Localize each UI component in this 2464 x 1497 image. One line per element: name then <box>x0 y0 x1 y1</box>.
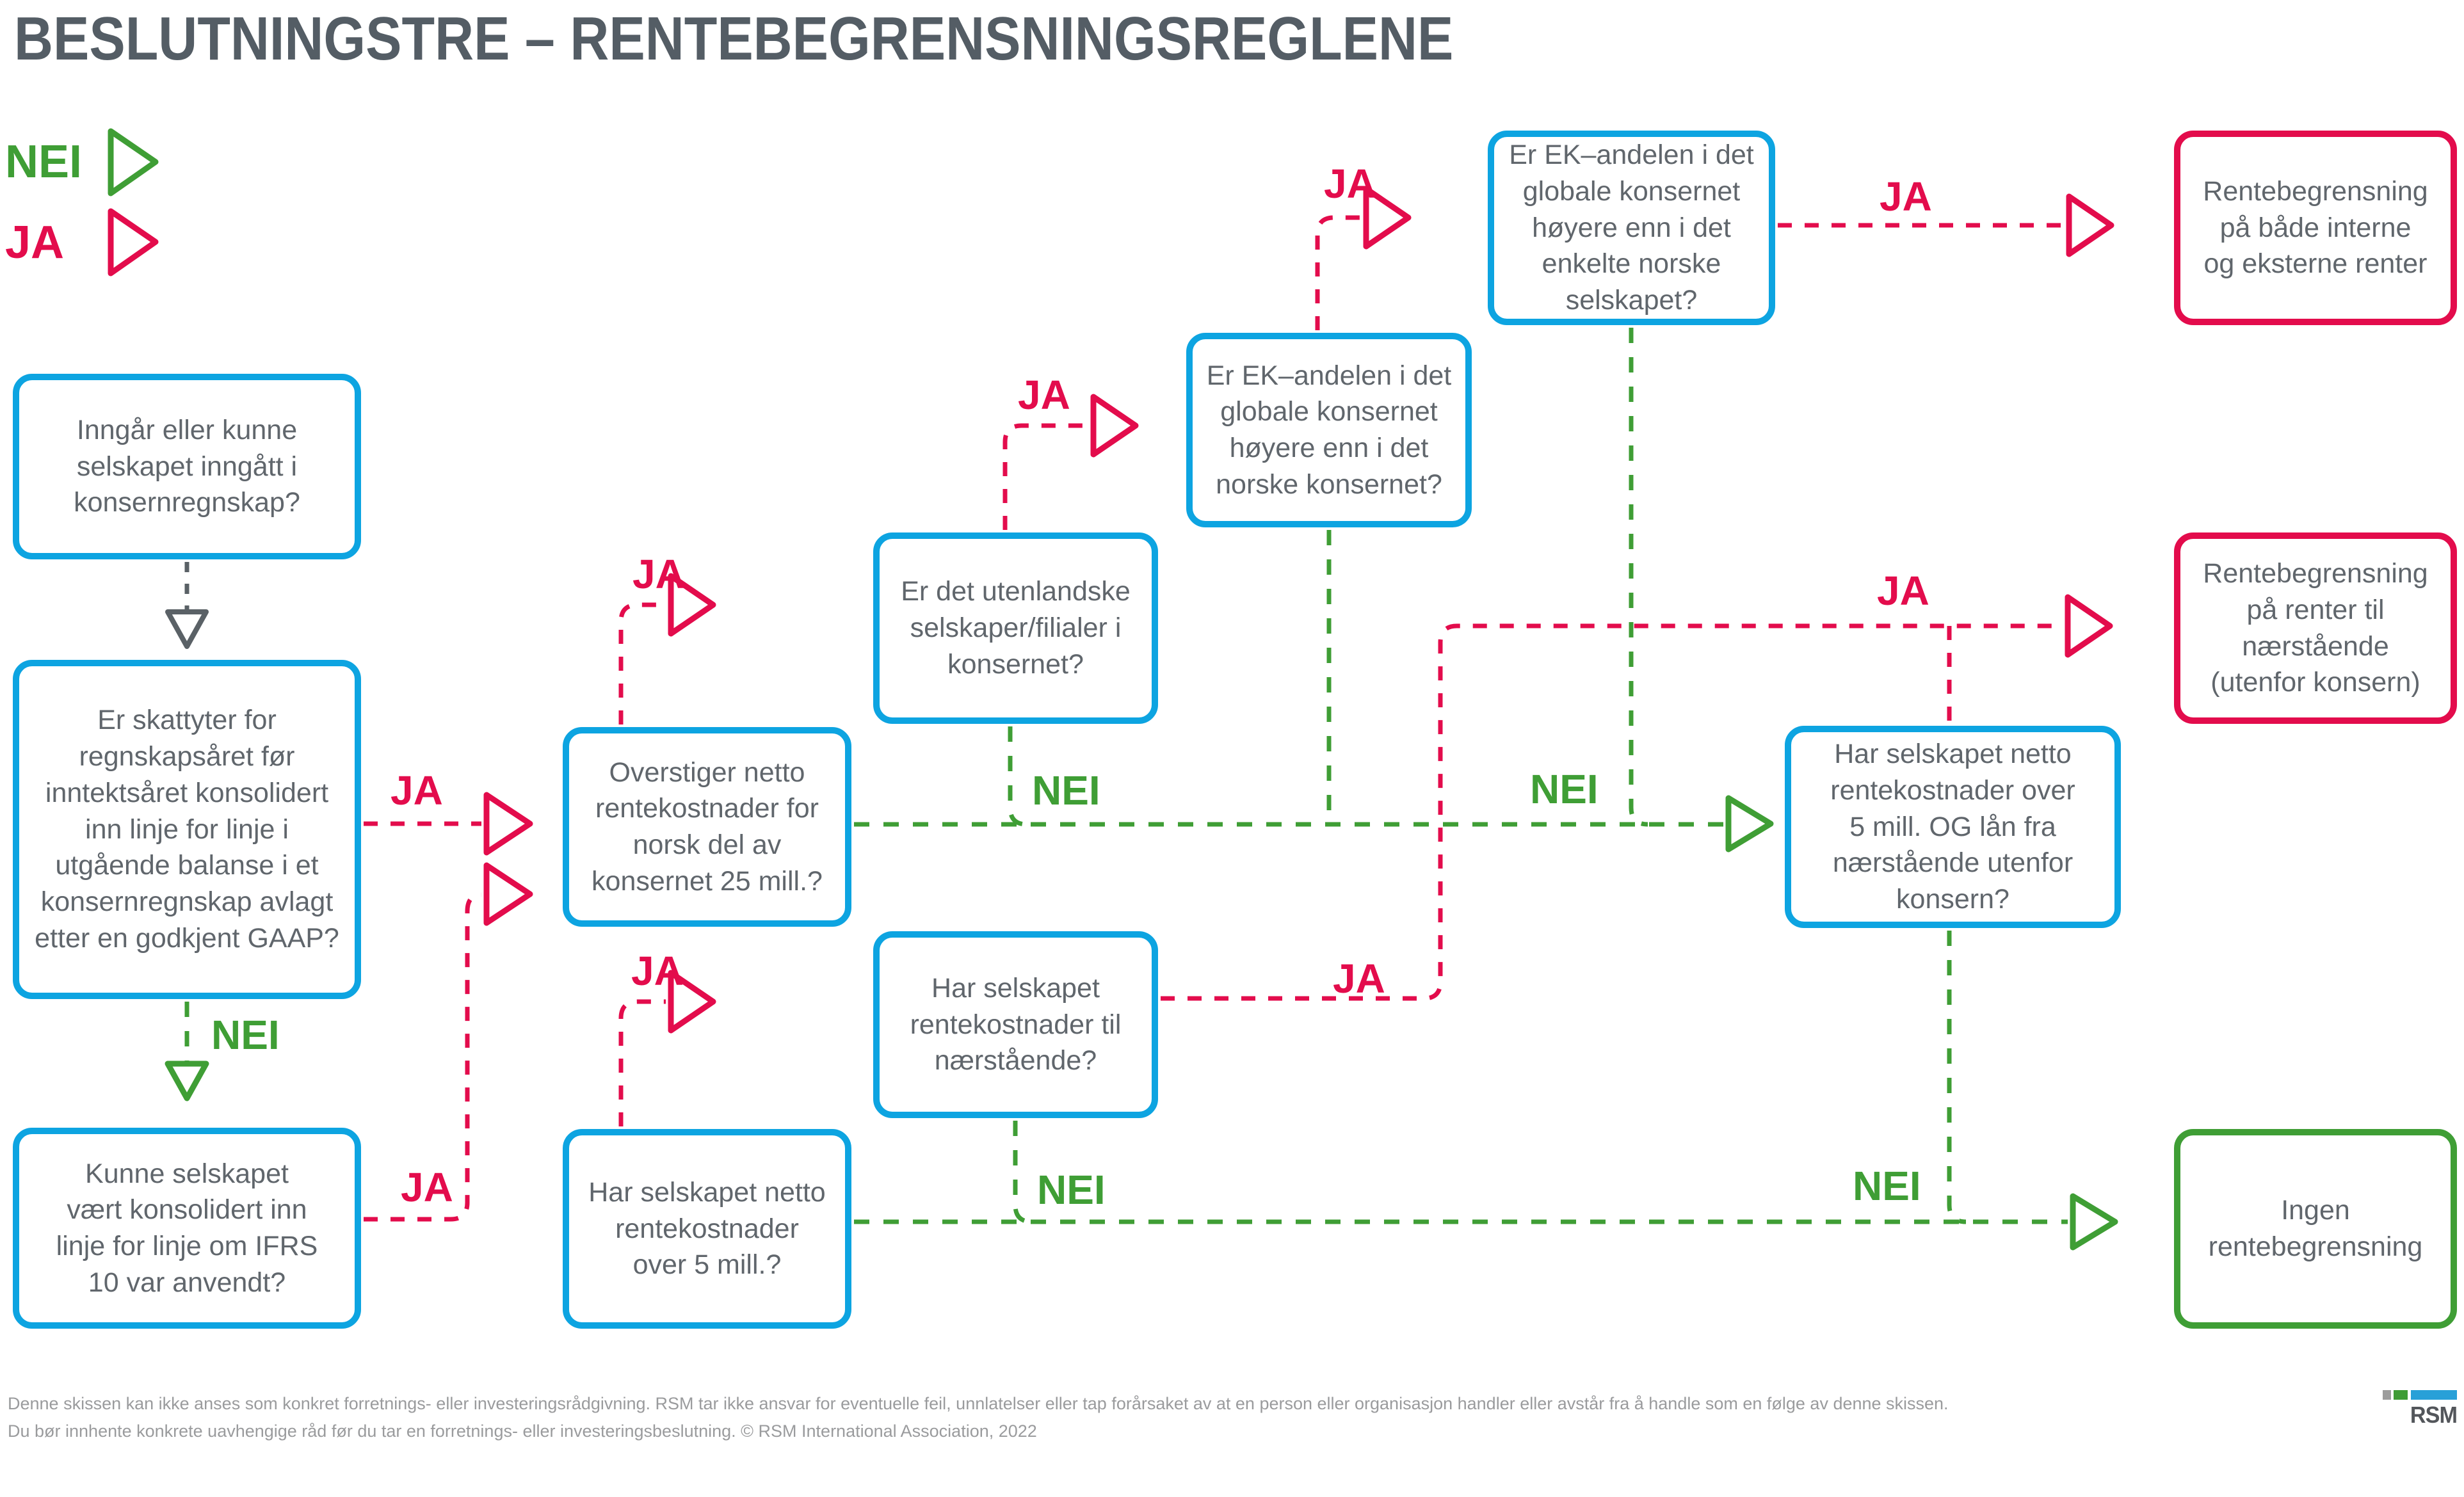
ja-label-c: JA <box>401 1164 453 1210</box>
ja-label-f: JA <box>1333 956 1385 1002</box>
footer-disclaimer: Denne skissen kan ikke anses som konkret… <box>8 1390 1949 1445</box>
nei-label-bot-2: NEI <box>1853 1163 1921 1209</box>
edge-h-nei-drop <box>1947 931 1967 1224</box>
arrowhead-down-gray-icon <box>165 609 209 649</box>
ja-label-i: JA <box>1880 173 1932 220</box>
arrowhead-ja-g-icon <box>668 970 716 1034</box>
arrowhead-ja-into-m-icon <box>2065 594 2113 658</box>
nei-label-mid-2: NEI <box>1530 766 1598 812</box>
rsm-logo: RSM <box>2383 1390 2458 1429</box>
edge-g-ja-up <box>618 999 666 1126</box>
ja-label-e: JA <box>1018 372 1070 418</box>
legend-nei-arrow-icon <box>108 128 159 196</box>
nei-label-mid-1: NEI <box>1032 767 1100 813</box>
rsm-logo-blue-block-icon <box>2411 1390 2457 1400</box>
edge-c-ja <box>364 892 482 1222</box>
ja-label-d: JA <box>632 551 685 597</box>
node-netto-25mill: Overstiger netto rentekostnader for nors… <box>563 727 851 927</box>
node-skattyter-gaap: Er skattyter for regnskapsåret før innte… <box>13 660 361 999</box>
legend-ja-label: JA <box>5 217 65 268</box>
arrowhead-ja-into-k-icon <box>2066 193 2114 257</box>
ja-label-b: JA <box>391 767 443 813</box>
arrowhead-ja-c-icon <box>483 862 533 926</box>
node-ifrs10: Kunne selskapet vært konsolidert inn lin… <box>13 1128 361 1329</box>
result-ingen-rentebegrensning: Ingen rentebegrensning <box>2174 1129 2457 1329</box>
node-utenlandske-filialer: Er det utenlandske selskaper/filialer i … <box>873 532 1158 724</box>
arrowhead-nei-into-ingen-icon <box>2070 1193 2118 1251</box>
node-netto-5mill-og-lan: Har selskapet netto rentekostnader over … <box>1785 726 2121 928</box>
node-ek-enkelte-selskapet: Er EK–andelen i det globale konsernet hø… <box>1488 131 1775 325</box>
nei-label-bot-1: NEI <box>1037 1167 1106 1213</box>
nei-label-b: NEI <box>211 1012 280 1058</box>
node-inngar-konsernregnskap: Inngår eller kunne selskapet inngått i k… <box>13 374 361 559</box>
node-rentekostnader-narstaende: Har selskapet rentekostnader til nærståe… <box>873 931 1158 1118</box>
rsm-logo-text: RSM <box>2410 1402 2458 1428</box>
result-rentebegrensning-interne-eksterne: Rentebegrensning på både interne og ekst… <box>2174 131 2457 325</box>
arrowhead-ja-j-icon <box>1363 186 1412 250</box>
legend-nei-label: NEI <box>5 136 83 188</box>
footer-line-2: Du bør innhente konkrete uavhengige råd … <box>8 1421 1037 1441</box>
arrowhead-down-green-icon <box>165 1061 209 1101</box>
ja-label-j: JA <box>1324 161 1376 207</box>
edge-d-ja-up <box>618 602 666 724</box>
edge-j-ja-up <box>1315 215 1361 330</box>
legend-ja-arrow-icon <box>108 208 159 276</box>
node-ek-norske-konsernet: Er EK–andelen i det globale konsernet hø… <box>1186 333 1472 527</box>
edge-f-nei-drop <box>1013 1121 1033 1224</box>
rsm-logo-gray-block-icon <box>2383 1390 2391 1400</box>
ja-label-h: JA <box>1877 568 1929 614</box>
edge-i-nei-drop <box>1629 328 1648 827</box>
edge-e-nei-drop <box>1008 726 1027 827</box>
edge-f-ja-to-m <box>1161 623 2063 1001</box>
arrowhead-ja-b-icon <box>483 792 533 856</box>
result-rentebegrensning-narstaende: Rentebegrensning på renter til nærståend… <box>2174 532 2457 724</box>
edge-e-ja-up <box>1003 423 1088 530</box>
footer-line-1: Denne skissen kan ikke anses som konkret… <box>8 1394 1949 1413</box>
ja-label-g: JA <box>631 948 684 994</box>
arrowhead-nei-into-h-icon <box>1725 795 1774 853</box>
node-netto-5mill: Har selskapet netto rentekostnader over … <box>563 1129 851 1329</box>
rsm-logo-green-block-icon <box>2394 1390 2408 1400</box>
arrowhead-ja-d-icon <box>668 573 716 637</box>
arrowhead-ja-e-icon <box>1090 394 1139 458</box>
page-title: BESLUTNINGSTRE – RENTEBEGRENSNINGSREGLEN… <box>14 4 1454 73</box>
